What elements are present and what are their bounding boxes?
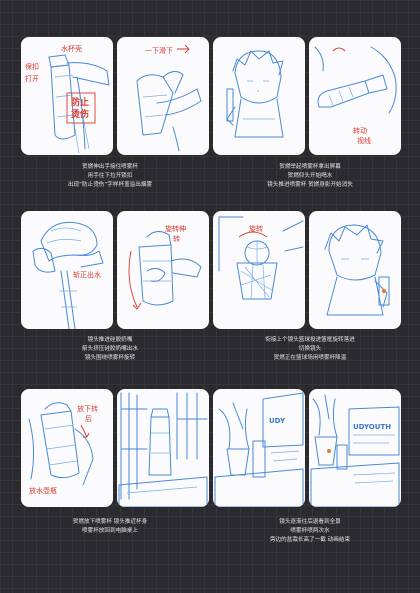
storyboard-panel-1: 水杯壳 保扣 打开 防止 烫伤 (21, 37, 113, 155)
caption-4-line-1: 衔接上个镜头篮球投进篮框旋转落进 (265, 337, 355, 343)
caption-5-line-1: 贺燃放下喷雾杯 镜头推近杯身 (72, 519, 148, 525)
panel-1-note-3: 打开 (25, 74, 39, 83)
panel-11-screen-text: UDY (269, 417, 286, 425)
storyboard-panel-6: 旋转伸 转 (117, 211, 209, 329)
bottom-note: 放水壶瓶 (29, 486, 57, 495)
panel-4-note-2: 视线 (357, 136, 371, 145)
storyboard-panel-4: 转动 视线 (309, 37, 401, 155)
panel-9-note-2: 后 (85, 414, 92, 423)
caption-1-line-1: 贺燃伸出手接住喷雾杯 (82, 164, 138, 170)
panel-9-note-1: 放下转 (77, 404, 98, 413)
storyboard-panel-12: UDYOUTH (309, 389, 401, 507)
caption-row1-left: 贺燃伸出手接住喷雾杯 用手往下拉开锁扣 出现“防止烫伤”字样杯盖溢出烟雾 (10, 163, 210, 190)
storyboard-panel-7: 旋转 (213, 211, 305, 329)
caption-6-line-1: 镜头逐渐往后退看到全景 (279, 519, 341, 525)
panel-6-note-2: 转 (173, 234, 180, 243)
storyboard-panel-2: 一下滑下 (117, 37, 209, 155)
caption-3-line-3: 镜头围绕喷雾杯旋转 (84, 355, 136, 361)
caption-6-line-3: 旁边的盆栽长高了一截 动画结束 (269, 537, 351, 543)
storyboard-panel-8 (309, 211, 401, 329)
panel-6-note-1: 旋转伸 (165, 224, 186, 233)
caption-3-line-1: 镜头推进硅胶奶嘴 (87, 337, 133, 343)
caption-4-line-2: 切换镜头 (298, 346, 322, 352)
sticker-text-line1: 防止 (71, 96, 89, 108)
storyboard-panel-3 (213, 37, 305, 155)
caption-6-line-2: 喷雾杯喷两次水 (290, 528, 330, 534)
caption-2-line-3: 镜头推进喷雾杯 贺燃身影开始消失 (267, 182, 353, 188)
caption-row2-right: 衔接上个镜头篮球投进篮框旋转落进 切换镜头 贺燃正在篮球场用喷雾杯降温 (210, 336, 410, 363)
panel-4-note-1: 转动 (353, 126, 367, 135)
caption-1-line-2: 用手往下拉开锁扣 (87, 173, 133, 179)
splash-note: 斩正出水 (73, 270, 101, 279)
panel-1-note-1: 水杯壳 (61, 44, 82, 53)
caption-row3-right: 镜头逐渐往后退看到全景 喷雾杯喷两次水 旁边的盆栽长高了一截 动画结束 (210, 518, 410, 545)
storyboard-panel-5: 斩正出水 (21, 211, 113, 329)
caption-5-line-2: 喷雾杯放回到电脑桌上 (82, 528, 138, 534)
storyboard-panel-9: 放下转 后 放水壶瓶 (21, 389, 113, 507)
caption-1-line-3: 出现“防止烫伤”字样杯盖溢出烟雾 (67, 182, 153, 188)
panel-2-note-1: 一下滑下 (145, 46, 173, 55)
caption-row1-right: 贺燃举起喷雾杯拿出屏幕 贺燃仰头开始喝水 镜头推进喷雾杯 贺燃身影开始消失 (210, 163, 410, 190)
caption-3-line-2: 箭头挤压硅胶奶嘴出水 (82, 346, 138, 352)
caption-2-line-2: 贺燃仰头开始喝水 (287, 173, 333, 179)
storyboard-panel-10 (117, 389, 209, 507)
panel-1-note-2: 保扣 (25, 62, 39, 71)
panel-12-screen-text: UDYOUTH (353, 423, 391, 431)
panel-7-note-1: 旋转 (249, 224, 263, 233)
caption-row3-left: 贺燃放下喷雾杯 镜头推近杯身 喷雾杯放回到电脑桌上 (10, 518, 210, 536)
storyboard-panel-11: UDY (213, 389, 305, 507)
caption-4-line-3: 贺燃正在篮球场用喷雾杯降温 (273, 355, 347, 361)
caption-2-line-1: 贺燃举起喷雾杯拿出屏幕 (279, 164, 341, 170)
sticker-text-line2: 烫伤 (71, 108, 89, 120)
caption-row2-left: 镜头推进硅胶奶嘴 箭头挤压硅胶奶嘴出水 镜头围绕喷雾杯旋转 (10, 336, 210, 363)
